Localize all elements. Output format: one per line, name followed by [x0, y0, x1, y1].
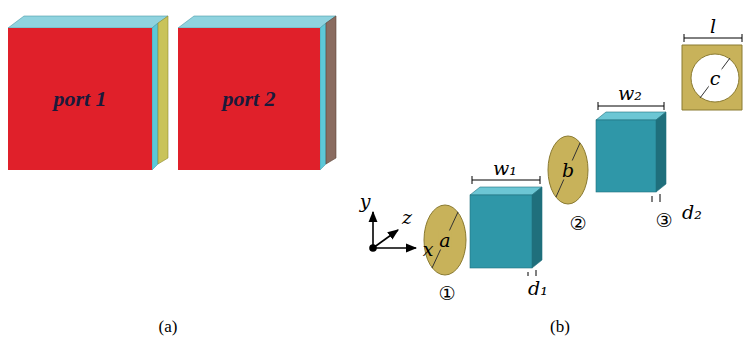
dimension-label: w₁ [492, 159, 518, 178]
aperture-plate-c [682, 34, 742, 110]
dimension-label: a [438, 231, 451, 250]
port-label: port 1 [53, 86, 106, 112]
subfigure-label: (b) [549, 318, 571, 335]
port-face: port 1 [8, 28, 152, 170]
axis-label: y [359, 192, 372, 211]
port-face: port 2 [178, 28, 320, 170]
axis-label: x [422, 240, 435, 259]
substrate-1 [470, 176, 542, 276]
callout-number: ② [568, 214, 587, 233]
callout-number: ① [437, 284, 456, 303]
disk-b [548, 136, 588, 204]
callout-number: ③ [654, 211, 673, 230]
dimension-label: d₂ [681, 203, 703, 222]
subfigure-label: (a) [158, 318, 179, 335]
dimension-label: l [709, 17, 717, 36]
dimension-label: d₁ [527, 279, 549, 298]
substrate-2 [596, 102, 666, 202]
axis-label: z [401, 208, 413, 227]
port-label: port 2 [222, 86, 275, 112]
dimension-label: w₂ [617, 84, 643, 103]
port1-block [8, 16, 168, 170]
port2-block [178, 16, 336, 170]
dimension-label: b [561, 161, 575, 180]
dimension-label: c [709, 69, 722, 88]
